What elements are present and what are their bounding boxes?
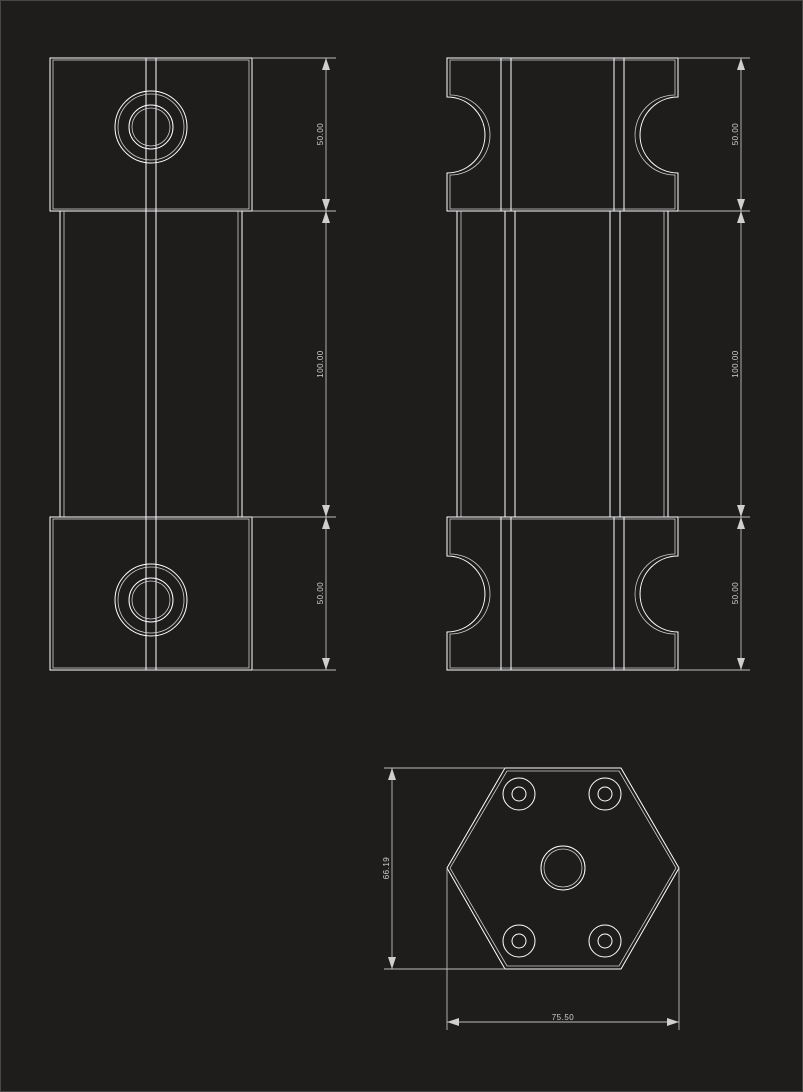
- arrow-up-icon: [322, 211, 330, 223]
- mounting-hole-top-left: [502, 777, 536, 811]
- top-view-dimensions: 66.19 75.50: [382, 767, 680, 1030]
- front-dim-middle: 100.00: [316, 350, 325, 378]
- front-bottom-block: [49, 516, 253, 671]
- arrow-down-icon: [737, 658, 745, 670]
- arrow-down-icon: [322, 658, 330, 670]
- arrow-up-icon: [737, 211, 745, 223]
- top-view: 66.19 75.50: [382, 767, 680, 1030]
- arrow-right-icon: [667, 1018, 679, 1026]
- arrow-up-icon: [737, 517, 745, 529]
- side-dim-top: 50.00: [731, 123, 740, 146]
- front-dimensions: 50.00 100.00 50.00: [252, 57, 336, 671]
- side-middle-body: [456, 211, 669, 517]
- top-dim-width: 75.50: [552, 1013, 575, 1022]
- front-view: 50.00 100.00 50.00: [49, 57, 336, 671]
- arrow-up-icon: [322, 58, 330, 70]
- front-top-block: [49, 57, 253, 212]
- arrow-up-icon: [737, 58, 745, 70]
- arrow-down-icon: [737, 199, 745, 211]
- front-top-hole: [128, 104, 174, 150]
- front-top-counterbore: [114, 90, 188, 164]
- arrow-down-icon: [322, 505, 330, 517]
- mounting-hole-bottom-right: [588, 924, 622, 958]
- arrow-down-icon: [322, 199, 330, 211]
- arrow-down-icon: [388, 957, 396, 969]
- side-dim-bottom: 50.00: [731, 582, 740, 605]
- front-middle-body: [59, 211, 243, 517]
- arrow-down-icon: [737, 505, 745, 517]
- mounting-hole-bottom-left: [502, 924, 536, 958]
- front-dim-bottom: 50.00: [316, 582, 325, 605]
- side-dimensions: 50.00 100.00 50.00: [678, 57, 750, 671]
- front-bottom-counterbore: [114, 563, 188, 637]
- top-dim-height: 66.19: [382, 857, 391, 880]
- arrow-up-icon: [322, 517, 330, 529]
- arrow-up-icon: [388, 768, 396, 780]
- side-dim-middle: 100.00: [731, 350, 740, 378]
- front-bottom-hole: [128, 577, 174, 623]
- front-dim-top: 50.00: [316, 123, 325, 146]
- mounting-hole-top-right: [588, 777, 622, 811]
- arrow-left-icon: [447, 1018, 459, 1026]
- side-view: 50.00 100.00 50.00: [446, 57, 750, 671]
- center-bore: [540, 845, 586, 891]
